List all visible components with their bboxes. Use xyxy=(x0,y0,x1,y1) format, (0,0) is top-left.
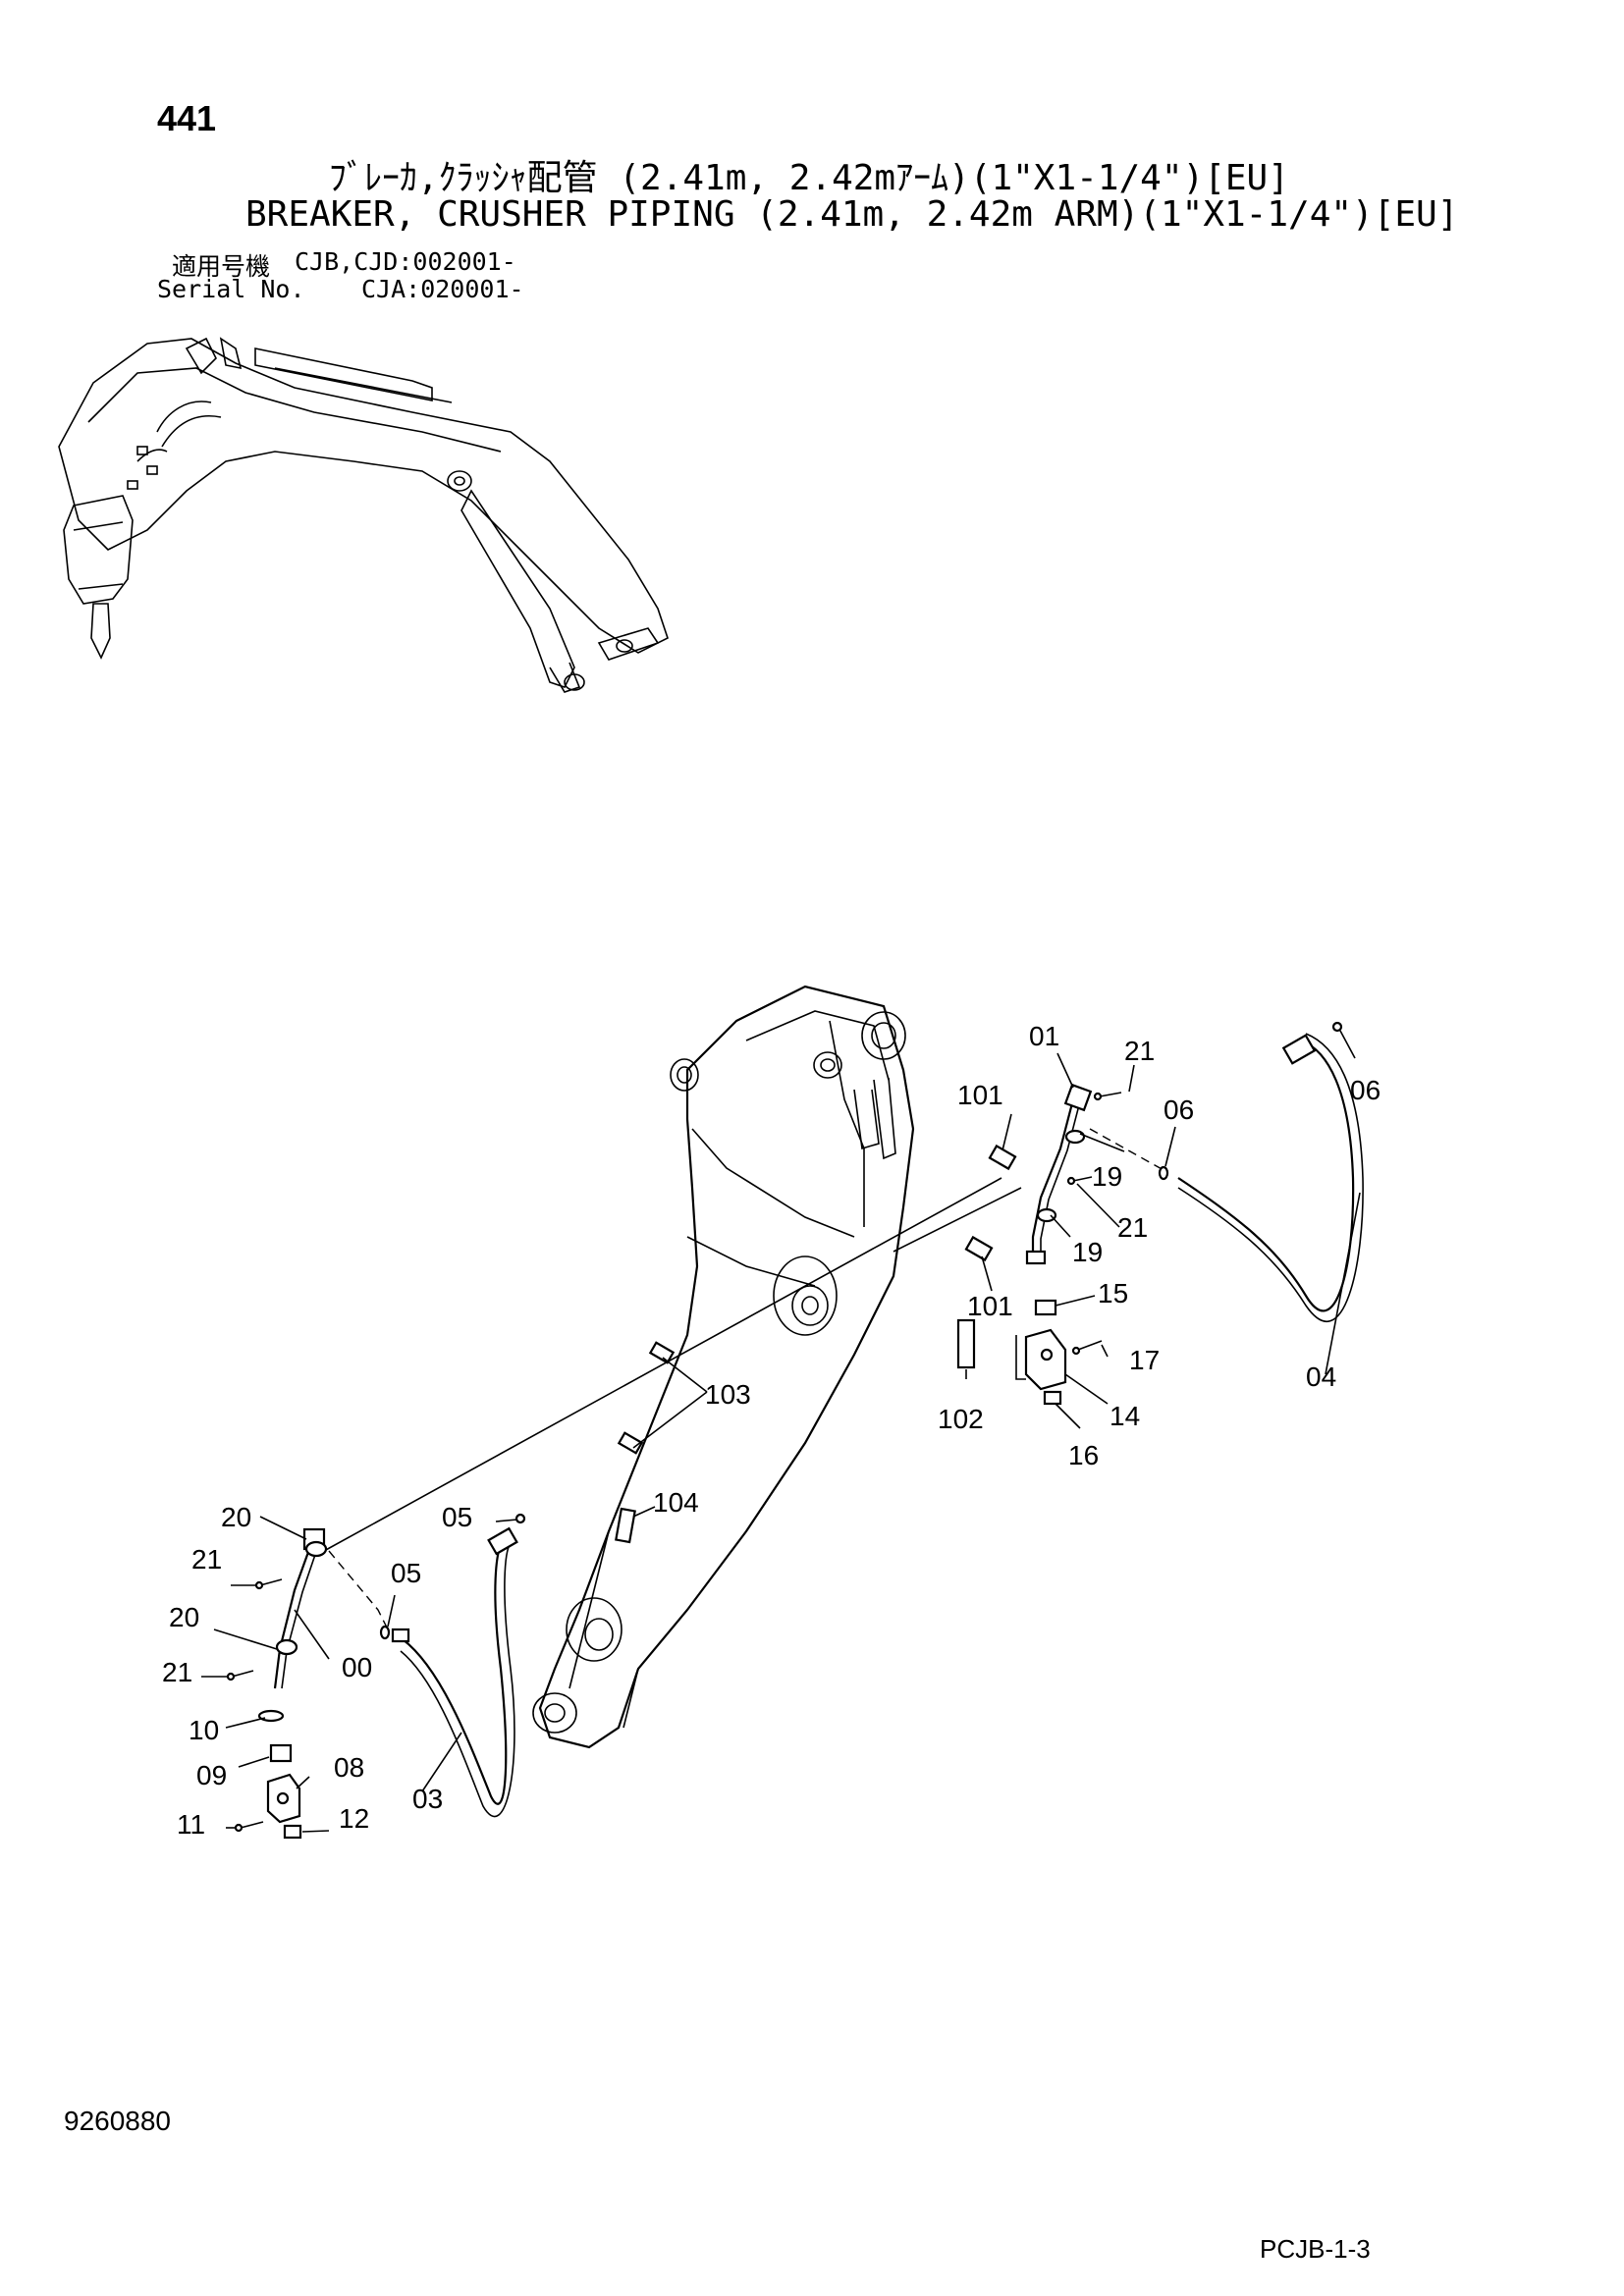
callout-21-top: 21 xyxy=(1124,1036,1155,1066)
callout-20-top: 20 xyxy=(221,1502,251,1532)
callout-19-top: 19 xyxy=(1092,1161,1122,1192)
callout-101-mid: 101 xyxy=(967,1291,1013,1321)
callout-20-mid: 20 xyxy=(169,1602,199,1632)
title-english: BREAKER, CRUSHER PIPING (2.41m, 2.42m AR… xyxy=(245,194,1459,235)
hose-03 xyxy=(391,1513,526,1818)
callout-00: 00 xyxy=(342,1652,372,1682)
callout-11: 11 xyxy=(177,1809,205,1840)
callout-104: 104 xyxy=(653,1487,699,1518)
callout-06-mid: 06 xyxy=(1164,1095,1194,1125)
hose-04 xyxy=(1177,1021,1364,1322)
callout-21-lower-b: 21 xyxy=(162,1657,192,1687)
callout-10: 10 xyxy=(189,1715,219,1745)
callout-19-mid: 19 xyxy=(1072,1237,1103,1267)
callout-102: 102 xyxy=(938,1404,984,1434)
leader-lines xyxy=(201,1030,1361,1833)
serial-label-english: Serial No. xyxy=(157,275,305,303)
callout-101-top: 101 xyxy=(957,1080,1003,1110)
lower-pipe-group xyxy=(226,1527,391,1840)
callout-14: 14 xyxy=(1110,1401,1140,1431)
callout-04: 04 xyxy=(1306,1362,1336,1392)
callout-08: 08 xyxy=(334,1752,364,1783)
callout-17: 17 xyxy=(1129,1345,1160,1375)
callout-05-top: 05 xyxy=(442,1502,472,1532)
callout-01: 01 xyxy=(1029,1021,1059,1051)
callout-05-mid: 05 xyxy=(391,1558,421,1588)
callout-06-right: 06 xyxy=(1350,1075,1380,1105)
callout-21-mid: 21 xyxy=(1117,1212,1148,1243)
callout-16: 16 xyxy=(1068,1440,1099,1470)
callout-103: 103 xyxy=(705,1379,751,1410)
page-code: PCJB-1-3 xyxy=(1260,2234,1371,2264)
title-japanese: ﾌﾞﾚｰｶ,ｸﾗｯｼｬ配管 (2.41m, 2.42mｱｰﾑ)(1"X1-1/4… xyxy=(329,158,1289,198)
page-number: 441 xyxy=(157,98,217,138)
arm-clips xyxy=(615,1341,676,1544)
callout-09: 09 xyxy=(196,1760,227,1790)
callout-12: 12 xyxy=(339,1803,369,1834)
overview-excavator-sketch xyxy=(58,337,669,693)
serial-value-japanese: CJB,CJD:002001- xyxy=(295,247,516,276)
serial-value-english: CJA:020001- xyxy=(361,275,524,303)
serial-label-japanese: 適用号機 xyxy=(172,252,271,281)
callout-03: 03 xyxy=(412,1784,443,1814)
arm-assembly xyxy=(323,985,1022,1749)
callout-labels: 01 21 101 06 06 19 21 19 101 15 17 04 10… xyxy=(162,1021,1380,1840)
callout-15: 15 xyxy=(1098,1278,1128,1308)
callout-21-lower-a: 21 xyxy=(191,1544,222,1575)
upper-pipe-group xyxy=(956,1083,1169,1406)
drawing-number: 9260880 xyxy=(64,2106,172,2136)
